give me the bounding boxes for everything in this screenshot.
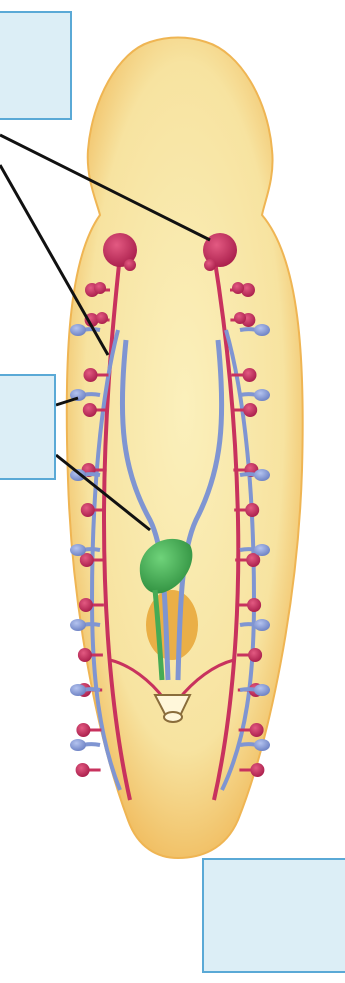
red-bulb-right — [250, 723, 264, 737]
red-bulb-left — [83, 403, 97, 417]
label-box-middle[interactable] — [0, 374, 56, 480]
blue-bulb-right — [254, 469, 270, 481]
blue-bulb-right — [254, 544, 270, 556]
red-bulb-left — [76, 723, 90, 737]
label-box-bottom[interactable] — [202, 858, 345, 973]
blue-bulb-right — [254, 739, 270, 751]
red-bead — [96, 312, 108, 324]
label-box-top[interactable] — [0, 11, 72, 120]
blue-bulb-left — [70, 739, 86, 751]
red-bulb-right — [250, 763, 264, 777]
red-bulb-left — [78, 648, 92, 662]
red-bulb-right — [243, 368, 257, 382]
blue-bulb-right — [254, 324, 270, 336]
red-bulb-left — [81, 503, 95, 517]
red-bulb-right — [245, 503, 259, 517]
red-bulb-left — [76, 763, 90, 777]
red-bead — [232, 282, 244, 294]
red-bead — [204, 259, 216, 271]
red-bulb-right — [243, 403, 257, 417]
red-bead — [234, 312, 246, 324]
genital-opening — [164, 712, 182, 722]
blue-bulb-right — [254, 389, 270, 401]
red-bulb-left — [79, 598, 93, 612]
blue-bulb-left — [70, 324, 86, 336]
blue-bulb-left — [70, 544, 86, 556]
red-bulb-left — [84, 368, 98, 382]
red-bead — [94, 282, 106, 294]
blue-bulb-left — [70, 619, 86, 631]
red-bulb-right — [247, 598, 261, 612]
blue-bulb-right — [254, 684, 270, 696]
blue-bulb-left — [70, 684, 86, 696]
red-bulb-right — [248, 648, 262, 662]
blue-bulb-right — [254, 619, 270, 631]
red-bead — [124, 259, 136, 271]
